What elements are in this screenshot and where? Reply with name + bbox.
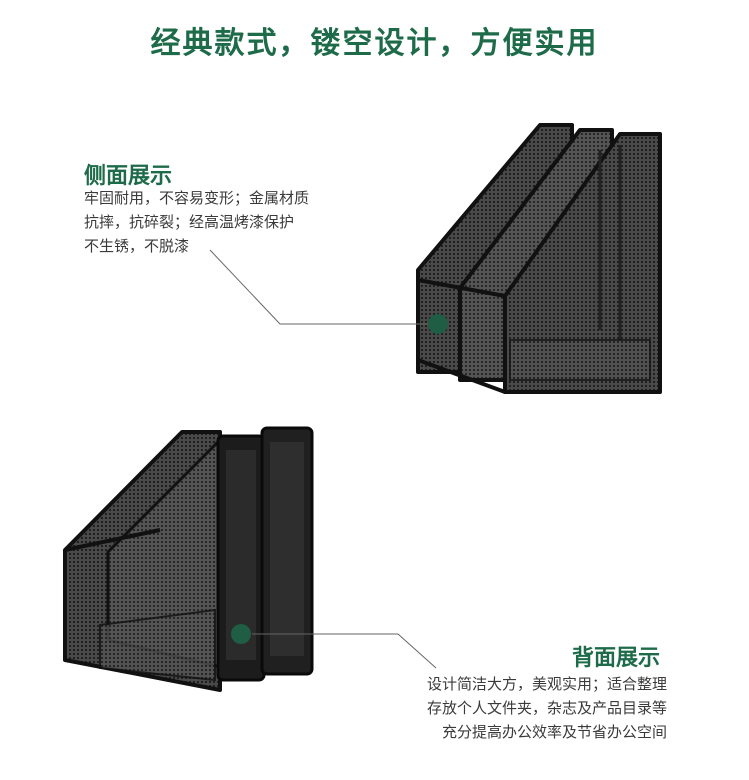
side-callout-dot — [428, 314, 448, 334]
back-line: 设计简洁大方，美观实用；适合整理 — [426, 675, 667, 693]
back-line: 存放个人文件夹，杂志及产品目录等 — [426, 699, 667, 717]
back-title: 背面展示 — [572, 646, 661, 671]
headline: 经典款式，镂空设计，方便实用 — [150, 26, 599, 61]
side-title: 侧面展示 — [84, 164, 173, 189]
back-callout-line — [252, 633, 437, 669]
back-callout-dot — [231, 624, 251, 644]
side-callout-line — [209, 249, 432, 325]
side-line: 不生锈，不脱漆 — [84, 237, 190, 255]
back-description: 设计简洁大方，美观实用；适合整理 存放个人文件夹，杂志及产品目录等 充分提高办公… — [427, 672, 667, 744]
back-line: 充分提高办公效率及节省办公空间 — [441, 723, 667, 741]
side-view-product — [416, 123, 662, 394]
side-description: 牢固耐用，不容易变形；金属材质 抗摔，抗碎裂；经高温烤漆保护 不生锈，不脱漆 — [84, 186, 309, 258]
side-line: 牢固耐用，不容易变形；金属材质 — [84, 189, 310, 207]
back-view-product — [63, 426, 314, 692]
side-line: 抗摔，抗碎裂；经高温烤漆保护 — [84, 213, 295, 231]
